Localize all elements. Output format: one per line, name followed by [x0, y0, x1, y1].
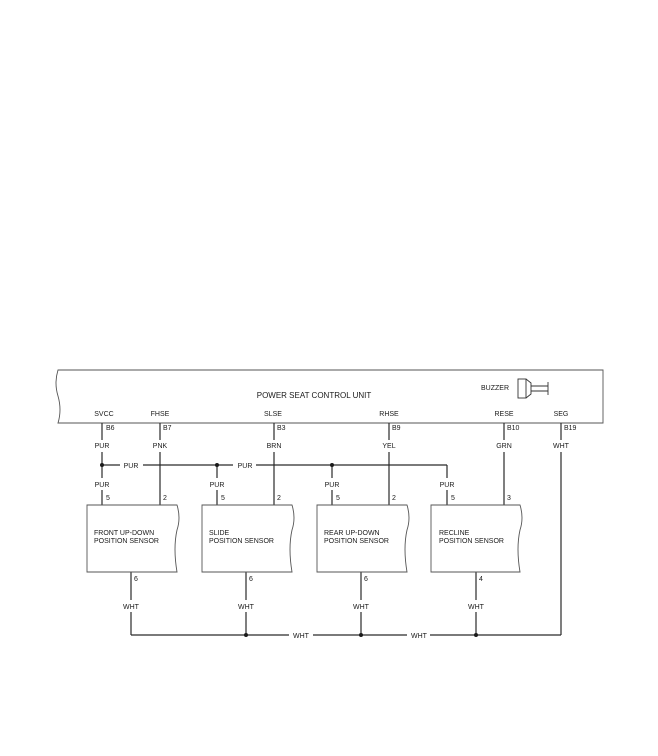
control-unit-title: POWER SEAT CONTROL UNIT: [257, 391, 372, 400]
sensor-supply-pin: 5: [106, 495, 110, 502]
sensor-slide: PUR 5 2 SLIDE POSITION SENSOR 6 WHT: [201, 482, 295, 611]
wire-color-seg: WHT: [553, 443, 570, 450]
sensor-supply-wire: PUR: [325, 482, 340, 489]
sensor-name-line1: RECLINE: [439, 530, 470, 537]
junction-dot: [244, 633, 248, 637]
sensor-ground-pin: 6: [134, 576, 138, 583]
sensor-name-line2: POSITION SENSOR: [324, 538, 389, 545]
terminal-signal-fhse: FHSE: [151, 411, 170, 418]
junction-dot: [100, 463, 104, 467]
sensor-box: [316, 504, 410, 573]
sensor-recline: PUR 5 3 RECLINE POSITION SENSOR 4 WHT: [430, 482, 523, 611]
sensor-rear-up-down: PUR 5 2 REAR UP-DOWN POSITION SENSOR 6 W…: [316, 482, 410, 611]
sensor-front-up-down: PUR 5 2 FRONT UP-DOWN POSITION SENSOR 6 …: [86, 482, 180, 611]
sensor-ground-wire: WHT: [353, 604, 370, 611]
sensor-signal-pin: 3: [507, 495, 511, 502]
terminal-signal-slse: SLSE: [264, 411, 282, 418]
junction-dot: [474, 633, 478, 637]
sensor-name-line2: POSITION SENSOR: [439, 538, 504, 545]
terminal-signal-svcc: SVCC: [94, 411, 113, 418]
terminal-signal-rese: RESE: [494, 411, 513, 418]
sensor-supply-wire: PUR: [95, 482, 110, 489]
wire-color-rhse: YEL: [382, 443, 395, 450]
supply-bus-label: PUR: [238, 463, 253, 470]
sensor-name-line1: SLIDE: [209, 530, 230, 537]
sensor-ground-wire: WHT: [238, 604, 255, 611]
terminal-pin-b10: B10: [507, 425, 520, 432]
sensor-signal-pin: 2: [277, 495, 281, 502]
sensor-name-line1: FRONT UP-DOWN: [94, 530, 154, 537]
terminal-signal-seg: SEG: [554, 411, 569, 418]
junction-dot: [215, 463, 219, 467]
wiring: [101, 423, 562, 636]
sensor-ground-pin: 6: [364, 576, 368, 583]
control-unit-box: [55, 369, 604, 424]
wire-color-fhse: PNK: [153, 443, 168, 450]
sensor-box: [201, 504, 295, 573]
sensor-signal-pin: 2: [392, 495, 396, 502]
buzzer-label: BUZZER: [481, 385, 509, 392]
sensor-supply-pin: 5: [221, 495, 225, 502]
supply-bus-label: PUR: [124, 463, 139, 470]
terminal-pin-b3: B3: [277, 425, 286, 432]
terminal-pin-b7: B7: [163, 425, 172, 432]
sensor-box: [86, 504, 180, 573]
ground-bus-label: WHT: [293, 633, 310, 640]
sensor-supply-pin: 5: [336, 495, 340, 502]
sensor-name-line2: POSITION SENSOR: [209, 538, 274, 545]
sensor-name-line2: POSITION SENSOR: [94, 538, 159, 545]
wire-color-rese: GRN: [496, 443, 512, 450]
sensor-signal-pin: 2: [163, 495, 167, 502]
sensor-ground-pin: 4: [479, 576, 483, 583]
junction-dot: [330, 463, 334, 467]
wire-color-slse: BRN: [267, 443, 282, 450]
terminal-pin-b19: B19: [564, 425, 577, 432]
sensor-ground-pin: 6: [249, 576, 253, 583]
buzzer-icon: [517, 378, 549, 399]
terminal-signal-rhse: RHSE: [379, 411, 399, 418]
sensor-box: [430, 504, 523, 573]
sensor-supply-wire: PUR: [440, 482, 455, 489]
terminal-pin-b6: B6: [106, 425, 115, 432]
sensor-ground-wire: WHT: [123, 604, 140, 611]
sensor-supply-wire: PUR: [210, 482, 225, 489]
wire-color-svcc: PUR: [95, 443, 110, 450]
ground-bus-label: WHT: [411, 633, 428, 640]
sensor-ground-wire: WHT: [468, 604, 485, 611]
sensor-name-line1: REAR UP-DOWN: [324, 530, 380, 537]
junction-dot: [359, 633, 363, 637]
terminal-pin-b9: B9: [392, 425, 401, 432]
sensor-supply-pin: 5: [451, 495, 455, 502]
